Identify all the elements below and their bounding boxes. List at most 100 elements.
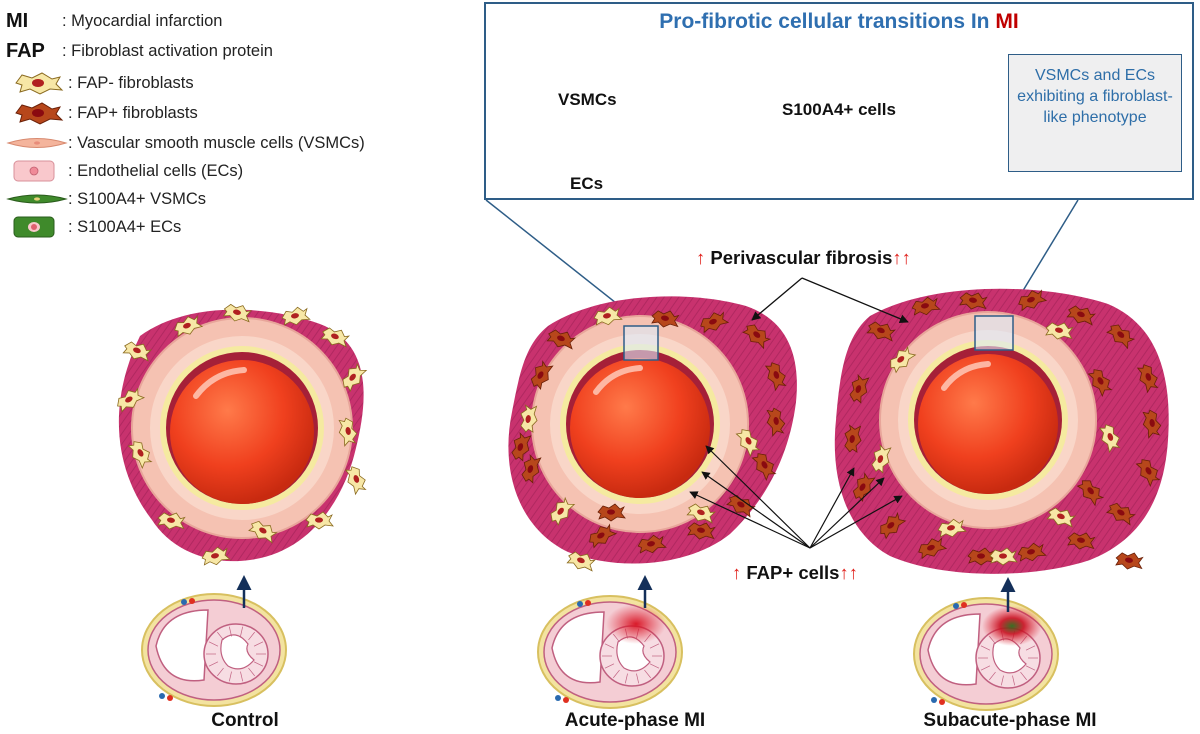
fap-negative-fibroblast <box>593 306 623 326</box>
fap-negative-fibroblast <box>344 466 367 496</box>
legend-text-mi: : Myocardial infarction <box>62 11 223 30</box>
legend-row-s100a4-ec: : S100A4+ ECs <box>6 214 181 240</box>
fap-positive-fibroblast <box>1076 480 1105 507</box>
fap-positive-fibroblast <box>959 292 988 310</box>
fap-negative-fibroblast <box>338 417 358 447</box>
legend-row-vsmc: : Vascular smooth muscle cells (VSMCs) <box>6 130 365 156</box>
fap-positive-fibroblast <box>764 362 787 392</box>
heart-cross-section <box>141 593 287 707</box>
fap-positive-fibroblast <box>521 453 542 484</box>
fap-negative-fibroblast <box>871 443 892 474</box>
subacute-vessel <box>834 288 1169 574</box>
fap-positive-fibroblast <box>511 431 532 462</box>
double-up-arrow-icon: ↑↑ <box>839 562 858 583</box>
endothelial-cell-icon <box>13 160 55 182</box>
fap-positive-fibroblast <box>687 522 716 540</box>
fap-negative-fibroblast <box>1098 424 1121 454</box>
legend-row-mi: MI : Myocardial infarction <box>6 8 222 34</box>
fap-positive-fibroblast <box>546 329 577 350</box>
inset-title-main: Pro-fibrotic cellular transitions In <box>659 10 996 33</box>
legend-text-fap-pos: : FAP+ fibroblasts <box>68 103 198 122</box>
fap-positive-fibroblast <box>911 296 941 316</box>
heart-cross-section <box>537 595 683 709</box>
subacute-lumen <box>918 354 1058 494</box>
fap-positive-fibroblast <box>1135 459 1161 488</box>
legend-text-ec: : Endothelial cells (ECs) <box>68 161 244 180</box>
perivascular-arrow-acute <box>751 277 803 321</box>
heart-cross-sections <box>141 593 1059 711</box>
vsmcs-label: VSMCs <box>558 90 617 109</box>
fap-negative-fibroblast <box>305 511 334 530</box>
fap-negative-fibroblast <box>686 503 717 524</box>
legend-text-vsmc: : Vascular smooth muscle cells (VSMCs) <box>68 133 365 152</box>
control-vessel <box>118 309 364 562</box>
legend-abbr-fap: FAP <box>6 39 45 62</box>
fap-negative-fibroblast <box>201 546 231 566</box>
legend-text-s100a4-ec: : S100A4+ ECs <box>68 217 182 236</box>
fibroblast-layer <box>117 289 1162 572</box>
legend-text-fap-neg: : FAP- fibroblasts <box>68 73 194 92</box>
subacute-zoom-box <box>974 315 1014 351</box>
legend-text-s100a4-vsmc: : S100A4+ VSMCs <box>68 189 207 208</box>
inset-panel: Pro-fibrotic cellular transitions In MI … <box>484 2 1194 200</box>
fap-positive-fibroblast <box>700 311 730 334</box>
fap-negative-fibroblast <box>342 362 368 392</box>
fap-positive-fibroblast <box>1142 409 1162 439</box>
fap-positive-fibroblast <box>1115 552 1144 570</box>
fap-positive-fibroblast <box>1106 502 1136 526</box>
fap-positive-fibroblast <box>597 503 626 522</box>
fap-positive-fibroblast <box>844 424 862 453</box>
fap-positive-fibroblast <box>1066 305 1097 326</box>
perivascular-fibrosis-label: ↑ Perivascular fibrosis↑↑ <box>696 247 911 269</box>
fap-negative-fibroblast <box>937 518 967 538</box>
fap-negative-fibroblast-icon <box>15 72 64 95</box>
fap-negative-fibroblast <box>248 520 278 544</box>
s100a4-cells-label: S100A4+ cells <box>782 100 896 119</box>
fap-negative-fibroblast <box>174 315 204 338</box>
fap-positive-fibroblast <box>742 324 772 350</box>
fap-negative-fibroblast <box>566 551 597 572</box>
legend-row-fap: FAP : Fibroblast activation protein <box>6 38 273 64</box>
perivascular-fibrosis-text: Perivascular fibrosis <box>710 247 893 268</box>
legend-row-s100a4-vsmc: : S100A4+ VSMCs <box>6 186 206 212</box>
fap-cells-label: ↑ FAP+ cells↑↑ <box>732 562 858 584</box>
acute-zoom-box <box>623 325 659 361</box>
legend-abbr-mi: MI <box>6 9 29 32</box>
legend-row-fap-neg: : FAP- fibroblasts <box>6 70 194 96</box>
fap-negative-fibroblast <box>222 303 252 323</box>
fap-positive-fibroblast <box>751 453 777 482</box>
inset-note: VSMCs and ECs exhibiting a fibroblast-li… <box>1008 54 1182 172</box>
fap-negative-fibroblast <box>157 512 186 530</box>
fap-positive-fibroblast <box>766 407 786 437</box>
s100a4-vsmc-icon <box>6 194 68 204</box>
fap-negative-fibroblast <box>989 547 1018 566</box>
fap-positive-fibroblast <box>1017 542 1047 562</box>
fap-positive-fibroblast <box>1018 289 1048 312</box>
fap-cells-text: FAP+ cells <box>746 562 840 583</box>
fap-negative-fibroblast <box>122 341 153 362</box>
s100a4-ec-icon <box>13 216 55 238</box>
fap-positive-fibroblast <box>849 373 870 404</box>
legend-row-ec: : Endothelial cells (ECs) <box>6 158 243 184</box>
control-lumen <box>170 360 314 504</box>
fap-negative-fibroblast <box>117 387 146 413</box>
fap-negative-fibroblast <box>520 404 538 433</box>
perivascular-arrow-subacute <box>801 277 909 324</box>
fap-positive-fibroblast <box>637 534 667 554</box>
double-up-arrow-icon: ↑↑ <box>892 247 911 268</box>
inset-title: Pro-fibrotic cellular transitions In MI <box>486 10 1192 34</box>
control-caption: Control <box>211 710 279 731</box>
acute-caption: Acute-phase MI <box>564 710 706 731</box>
fap-negative-fibroblast <box>550 496 576 526</box>
fap-positive-fibroblast <box>1106 324 1136 350</box>
legend-text-fap: : Fibroblast activation protein <box>62 41 273 60</box>
fap-negative-fibroblast <box>320 327 351 348</box>
inset-title-mi: MI <box>995 10 1019 33</box>
fap-positive-fibroblast <box>866 321 897 342</box>
legend-row-fap-pos: : FAP+ fibroblasts <box>6 100 198 126</box>
fap-positive-fibroblast <box>530 360 554 390</box>
fap-negative-fibroblast <box>127 441 153 470</box>
fap-positive-fibroblast <box>852 472 876 502</box>
fap-positive-fibroblast <box>1067 532 1096 550</box>
fap-negative-fibroblast <box>1046 507 1077 528</box>
